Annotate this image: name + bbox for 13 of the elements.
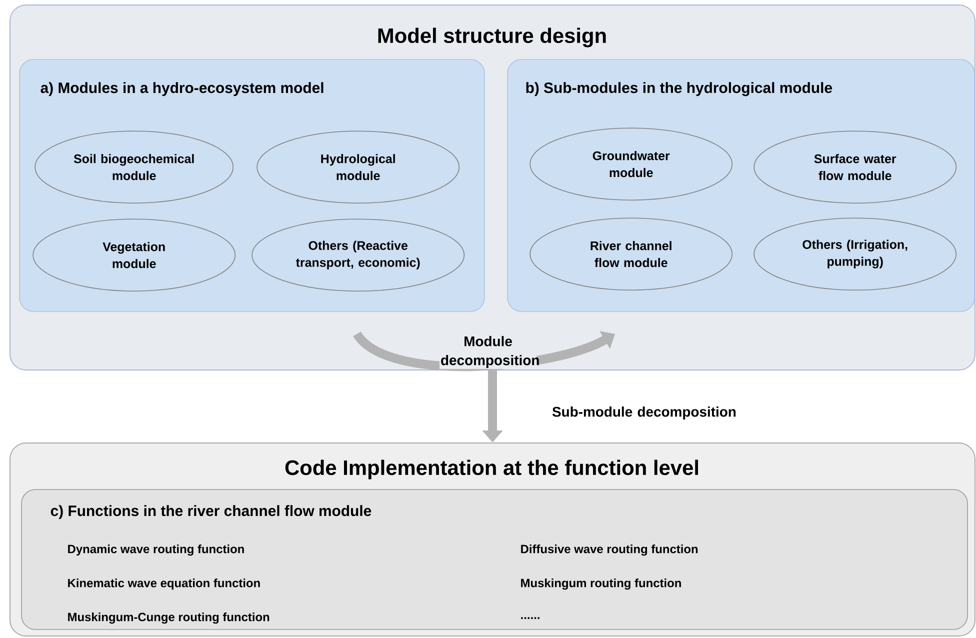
function-label: Kinematic wave equation function — [68, 578, 260, 590]
panel-heading: c) Functions in the river channel flow module — [50, 505, 372, 520]
function-label: Muskingum routing function — [521, 578, 681, 590]
panel-heading: a) Modules in a hydro-ecosystem model — [40, 82, 324, 96]
panel-heading: b) Sub-modules in the hydrological module — [526, 82, 832, 96]
group-title: Model structure design — [378, 28, 606, 48]
edge-label: Module decomposition — [441, 336, 539, 368]
function-label: Dynamic wave routing function — [68, 544, 244, 556]
group-title: Code Implementation at the function level — [285, 460, 698, 480]
function-label: Muskingum-Cunge routing function — [68, 612, 270, 624]
function-label: ...... — [521, 617, 540, 619]
edge-label: Sub-module decomposition — [552, 406, 736, 420]
function-label: Diffusive wave routing function — [521, 544, 698, 556]
